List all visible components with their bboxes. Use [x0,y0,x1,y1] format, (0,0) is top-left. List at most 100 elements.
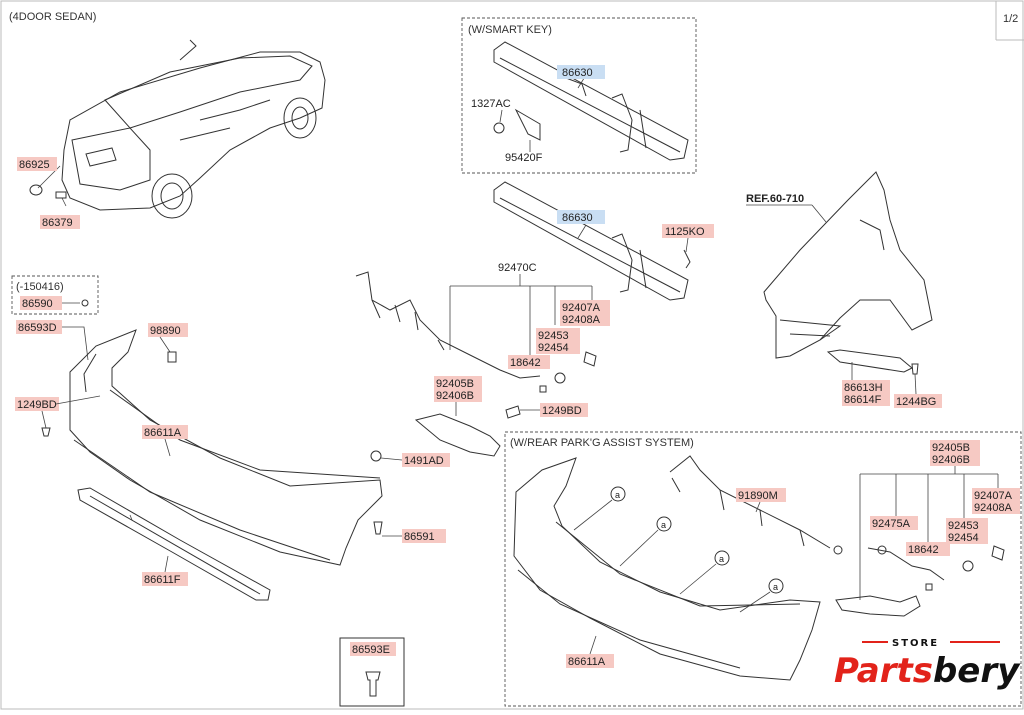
part-label-86590[interactable]: 86590 [22,298,53,310]
label-box [842,380,890,406]
bumper-lower-trim [77,487,271,601]
part-label-86925[interactable]: 86925 [19,159,50,171]
part-label-92453[interactable]: 92453 [538,330,569,342]
label-box [662,224,714,238]
clip-part [81,299,89,307]
nut-part [493,122,505,134]
part-label-86593D[interactable]: 86593D [18,322,57,334]
circle-marker-a[interactable] [610,486,626,502]
logo-brand-text: Partsbery [834,651,1021,691]
label-box [148,323,188,337]
part-label-18642-pas[interactable]: 18642 [908,544,939,556]
rear-park-assist-section-title: (W/REAR PARK'G ASSIST SYSTEM) [510,437,694,449]
part-86593E-box [339,637,405,707]
part-label-92405B[interactable]: 92405B [436,378,474,390]
smart-key-box [461,17,697,174]
sensor-part [583,351,597,367]
rear-park-assist-box [504,431,1022,707]
part-label-1249BD-left[interactable]: 1249BD [17,399,57,411]
circle-marker-a[interactable] [656,516,672,532]
bumper-beam-upper [493,41,689,161]
reference-label[interactable]: REF.60-710 [746,193,804,205]
part-label-92408A[interactable]: 92408A [562,314,601,326]
old-version-section-title: (-150416) [16,281,64,293]
part-label-1244BG[interactable]: 1244BG [896,396,936,408]
label-box [540,403,588,417]
part-label-92454-pas[interactable]: 92454 [948,532,979,544]
label-box [560,300,610,326]
part-label-1327AC[interactable]: 1327AC [471,98,511,110]
rear-bumper-cover [69,329,383,566]
label-box [536,328,580,354]
grommet-part [55,191,67,199]
circle-marker-a[interactable] [714,550,730,566]
label-box [142,425,188,439]
label-box [946,518,988,544]
label-box [566,654,614,668]
part-label-86630[interactable]: 86630 [562,212,593,224]
label-box [402,529,446,543]
part-label-92406B-pas[interactable]: 92406B [932,454,970,466]
circle-marker-a-label: a [719,554,724,564]
logo-brand-dark: bery [933,651,1021,691]
harness-91890M [669,455,831,549]
part-label-18642[interactable]: 18642 [510,357,541,369]
connector-part [833,545,843,555]
retainer-part [167,351,177,363]
part-label-95420F[interactable]: 95420F [505,152,543,164]
part-label-1491AD[interactable]: 1491AD [404,455,444,467]
label-box [20,296,62,310]
part-label-1125KO[interactable]: 1125KO [665,226,705,238]
part-label-86379[interactable]: 86379 [42,217,73,229]
part-label-92407A-pas[interactable]: 92407A [974,490,1013,502]
part-label-92405B-pas[interactable]: 92405B [932,442,970,454]
part-label-1249BD-right[interactable]: 1249BD [542,405,582,417]
part-label-86593E[interactable]: 86593E [352,644,390,656]
part-label-86611A[interactable]: 86611A [144,427,182,439]
part-label-92470C[interactable]: 92470C [498,262,537,274]
rear-reflector-part-pas [835,595,921,617]
label-box [508,355,550,369]
wiring-harness-center [355,271,541,379]
sensor-holder-part [962,560,974,572]
circle-marker-a-label: a [661,520,666,530]
rear-reflector-part [414,413,501,457]
label-box [16,320,62,334]
page-indicator[interactable]: 1/2 [1003,13,1018,25]
part-label-86591[interactable]: 86591 [404,531,435,543]
sedan-illustration [61,39,326,219]
part-label-92475A[interactable]: 92475A [872,518,911,530]
diagram-title: (4DOOR SEDAN) [9,11,96,23]
logo-store-text: STORE [892,638,939,649]
part-label-86613H[interactable]: 86613H [844,382,883,394]
label-box [402,453,450,467]
part-label-86630-smartkey[interactable]: 86630 [562,67,593,79]
circle-marker-a-label: a [773,582,778,592]
screw-part [505,405,521,419]
bolt-part [373,521,383,535]
part-label-91890M[interactable]: 91890M [738,490,778,502]
label-box [736,488,786,502]
circle-marker-a[interactable] [768,578,784,594]
emblem-part [29,184,43,196]
screw-part [41,427,51,437]
label-box [870,516,918,530]
part-label-92408A-pas[interactable]: 92408A [974,502,1013,514]
part-label-86611F[interactable]: 86611F [144,574,181,586]
part-label-92407A[interactable]: 92407A [562,302,601,314]
part-label-92453-pas[interactable]: 92453 [948,520,979,532]
nut-part [370,450,382,462]
smart-key-section-title: (W/SMART KEY) [468,24,552,36]
label-box [972,488,1020,514]
part-label-92454[interactable]: 92454 [538,342,569,354]
part-label-98890[interactable]: 98890 [150,325,181,337]
label-box [906,542,950,556]
label-box [557,210,605,224]
bolt-part [683,249,691,269]
part-label-86614F[interactable]: 86614F [844,394,882,406]
sensor-part [991,545,1005,561]
part-label-86611A-pas[interactable]: 86611A [568,656,606,668]
part-label-92406B[interactable]: 92406B [436,390,474,402]
